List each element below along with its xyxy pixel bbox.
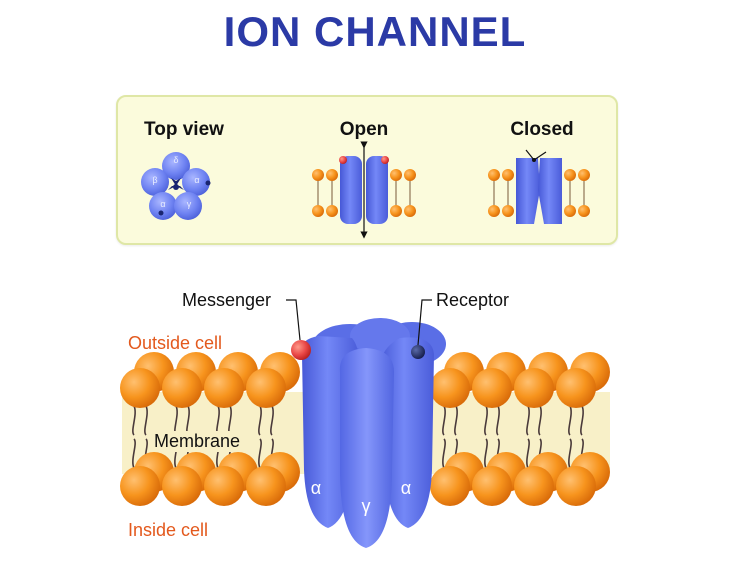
closed-channel-illustration	[488, 149, 590, 224]
lipid-tail	[484, 405, 488, 436]
lipid-tail	[496, 405, 500, 436]
lipid-head	[430, 368, 470, 408]
subunit-label-right: α	[400, 478, 412, 498]
subunit-label-left: α	[310, 478, 322, 498]
lipid-tail	[442, 438, 446, 469]
lipid-tail	[258, 405, 262, 436]
lipid-head	[120, 466, 160, 506]
lipid-tail	[270, 405, 274, 436]
subunit-label-center: γ	[361, 496, 371, 516]
membrane-label: Membrane	[152, 431, 243, 452]
lipid-head	[472, 368, 512, 408]
ion-channel-protein	[291, 318, 446, 548]
lipid-head	[430, 466, 470, 506]
lipid-tail	[442, 405, 446, 436]
lipid-tail	[568, 438, 572, 469]
top-view-label: Top view	[144, 119, 224, 140]
subunit-label: δ	[173, 155, 179, 165]
lipid-tail	[132, 438, 136, 469]
lipid-head	[204, 466, 244, 506]
closed-label: Closed	[510, 119, 574, 140]
lipid-tail	[454, 405, 458, 436]
lipid-head	[556, 368, 596, 408]
open-label: Open	[339, 119, 389, 140]
lipid-tail	[568, 405, 572, 436]
lipid-tail	[538, 405, 542, 436]
lipid-tail	[526, 405, 530, 436]
lipid-head	[514, 466, 554, 506]
subunit-label: γ	[186, 199, 192, 209]
inside-cell-label: Inside cell	[128, 520, 209, 540]
subunit-label: β	[152, 175, 158, 185]
receptor-site	[411, 345, 425, 359]
lipid-head	[162, 368, 202, 408]
lipid-tail	[526, 438, 530, 469]
subunit-label: α	[160, 199, 166, 209]
lipid-tail	[144, 405, 148, 436]
lipid-head	[120, 368, 160, 408]
page-title: ION CHANNEL	[223, 8, 527, 55]
leader-lines	[286, 299, 432, 346]
messenger-label: Messenger	[182, 290, 272, 310]
lipid-tail	[258, 438, 262, 469]
lipid-head	[246, 368, 286, 408]
lipid-head	[514, 368, 554, 408]
subunit-label: α	[194, 175, 200, 185]
lipid-tail	[580, 405, 584, 436]
membrane-bilayer	[120, 352, 610, 506]
lipid-tail	[484, 438, 488, 469]
lipid-head	[556, 466, 596, 506]
open-channel-illustration	[312, 141, 416, 239]
receptor-label: Receptor	[436, 290, 510, 310]
lipid-head	[472, 466, 512, 506]
lipid-head	[162, 466, 202, 506]
lipid-head	[246, 466, 286, 506]
messenger-molecule	[291, 340, 311, 360]
lipid-head	[204, 368, 244, 408]
outside-cell-label: Outside cell	[128, 333, 223, 353]
lipid-tail	[132, 405, 136, 436]
top-view-rosette	[141, 152, 211, 220]
